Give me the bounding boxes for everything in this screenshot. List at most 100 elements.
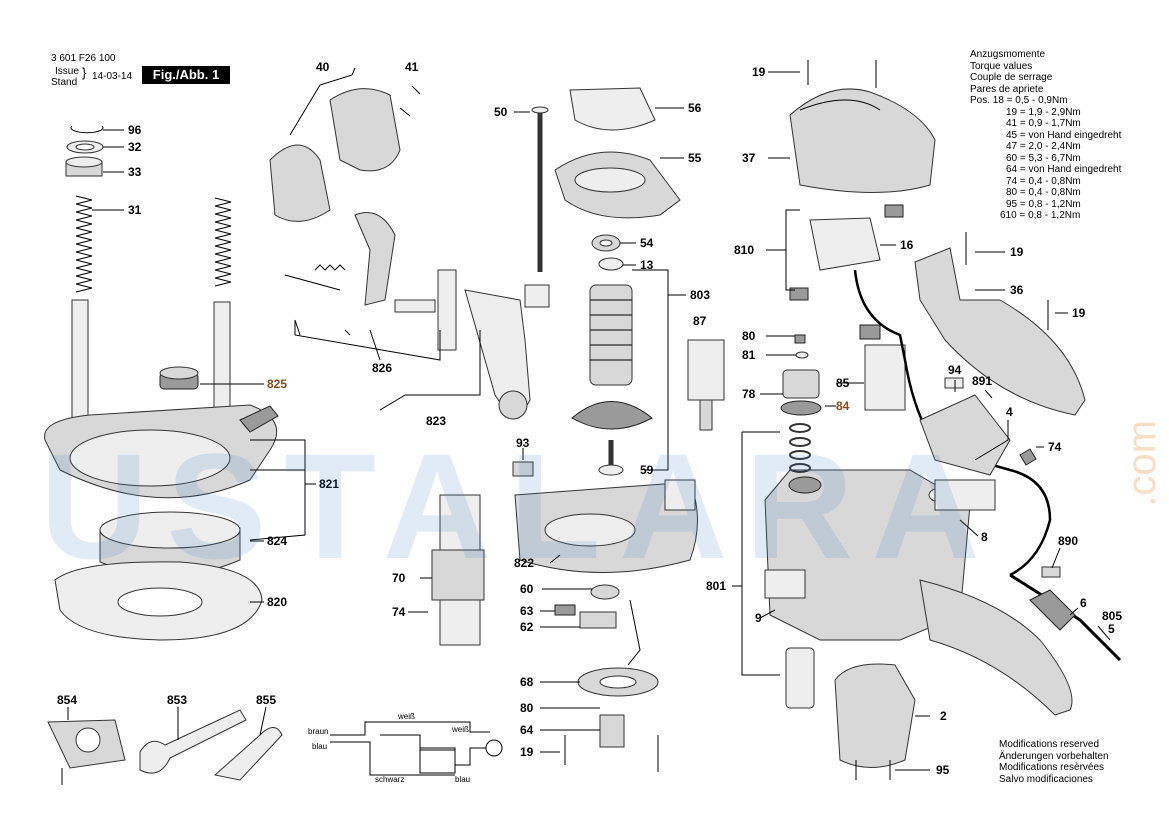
torque-line: Pos. 18 = 0,5 - 0,9Nm — [970, 95, 1068, 106]
torque-line: 95 = 0,8 - 1,2Nm — [1006, 198, 1081, 210]
switch-assembly-4 — [919, 377, 1037, 476]
label-5: 5 — [1108, 622, 1115, 636]
spring-31 — [75, 195, 232, 293]
field-2 — [834, 663, 916, 780]
screws-19-top — [807, 60, 877, 88]
flange-68 — [577, 667, 659, 697]
label-80-center: 80 — [520, 701, 534, 715]
torque-line: Anzugsmomente — [970, 49, 1046, 60]
washer-32 — [66, 140, 104, 154]
label-805: 805 — [1102, 609, 1122, 623]
label-19-center: 19 — [520, 745, 534, 759]
label-826: 826 — [372, 361, 392, 375]
modifications-line: Salvo modificaciones — [999, 773, 1093, 785]
figure-label: Fig./Abb. 1 — [142, 66, 230, 84]
label-54: 54 — [640, 236, 654, 250]
washers-stack — [789, 423, 811, 473]
label-78: 78 — [742, 387, 756, 401]
armature-803 — [571, 284, 653, 476]
torque-line: 47 = 2,0 - 2,4Nm — [1006, 141, 1081, 152]
springs-63-62 — [554, 599, 641, 666]
label-84: 84 — [836, 399, 850, 413]
wire-braun: braun — [308, 727, 328, 736]
label-36: 36 — [1010, 283, 1024, 297]
brush-holder-810 — [789, 204, 904, 301]
lever-826 — [284, 212, 457, 351]
nut-60 — [590, 584, 620, 600]
label-64: 64 — [520, 723, 534, 737]
label-821: 821 — [319, 477, 339, 491]
part-labels: 96 32 33 31 40 41 50 56 55 54 13 803 87 … — [57, 60, 1122, 777]
handle-40 — [269, 88, 401, 222]
knob-825 — [159, 366, 199, 390]
label-6: 6 — [1080, 596, 1087, 610]
label-74-right: 74 — [1048, 440, 1062, 454]
label-33: 33 — [128, 165, 142, 179]
label-50: 50 — [494, 105, 508, 119]
torque-line: 45 = von Hand eingedreht — [1006, 129, 1122, 141]
housing-55 — [554, 151, 681, 219]
electronics-85 — [859, 324, 906, 411]
label-9: 9 — [755, 611, 762, 625]
issue-date: 14-03-14 — [92, 71, 133, 82]
clip-93 — [512, 461, 534, 477]
chip-deflector-855 — [213, 727, 283, 781]
label-824: 824 — [267, 534, 287, 548]
label-62: 62 — [520, 620, 534, 634]
label-8: 8 — [981, 530, 988, 544]
watermark-domain: .com — [1120, 420, 1164, 507]
label-32: 32 — [128, 140, 142, 154]
wire-weiss-1: weiß — [397, 712, 415, 721]
label-19-top: 19 — [752, 65, 766, 79]
power-cord-6 — [1009, 566, 1122, 662]
knob-78 — [780, 369, 822, 416]
label-70: 70 — [392, 571, 406, 585]
label-55: 55 — [688, 151, 702, 165]
label-823: 823 — [426, 414, 446, 428]
torque-line: Pares de apriete — [970, 83, 1044, 95]
base-plate-821 — [44, 404, 279, 499]
label-803: 803 — [690, 288, 710, 302]
wire-blau-2: blau — [455, 775, 470, 784]
wire-blau-1: blau — [312, 742, 327, 751]
label-80-right: 80 — [742, 329, 756, 343]
torque-line: 74 = 0,4 - 0,8Nm — [1006, 175, 1081, 187]
label-820: 820 — [267, 595, 287, 609]
wire-weiss-2: weiß — [451, 725, 469, 734]
torque-line: 64 = von Hand eingedreht — [1006, 164, 1122, 175]
label-60: 60 — [520, 582, 534, 596]
label-59: 59 — [640, 463, 654, 477]
label-68: 68 — [520, 675, 534, 689]
modifications-notice: Modifications reserved Änderungen vorbeh… — [999, 739, 1109, 785]
shaft-50 — [531, 106, 549, 272]
label-31: 31 — [128, 203, 142, 217]
wiring-diagram: braun weiß weiß blau schwarz blau — [308, 712, 503, 784]
label-19-right: 19 — [1010, 245, 1024, 259]
leader-lines — [67, 67, 1111, 771]
brush-cap-assembly — [785, 647, 815, 709]
label-74-left: 74 — [392, 605, 406, 619]
modifications-line: Modifications resèrvées — [999, 762, 1105, 773]
motor-housing-801 — [764, 469, 1073, 716]
label-87: 87 — [693, 314, 707, 328]
label-96: 96 — [128, 123, 142, 137]
label-56: 56 — [688, 101, 702, 115]
label-822: 822 — [514, 556, 534, 570]
label-4: 4 — [1006, 405, 1013, 419]
label-853: 853 — [167, 693, 187, 707]
label-854: 854 — [57, 693, 77, 707]
torque-line: Couple de serrage — [970, 72, 1053, 83]
stand-label: Stand — [51, 77, 78, 88]
label-855: 855 — [256, 693, 276, 707]
torque-line: 80 = 0,4 - 0,8Nm — [1006, 187, 1081, 198]
torque-line: 41 = 0,9 - 1,7Nm — [1006, 118, 1081, 129]
label-810: 810 — [734, 243, 754, 257]
label-63: 63 — [520, 604, 534, 618]
label-93: 93 — [516, 436, 530, 450]
label-825: 825 — [267, 377, 287, 391]
modifications-line: Änderungen vorbehalten — [999, 750, 1109, 762]
wire-schwarz: schwarz — [375, 775, 404, 784]
gear-housing-822 — [514, 479, 698, 573]
bushing-33 — [65, 156, 103, 177]
